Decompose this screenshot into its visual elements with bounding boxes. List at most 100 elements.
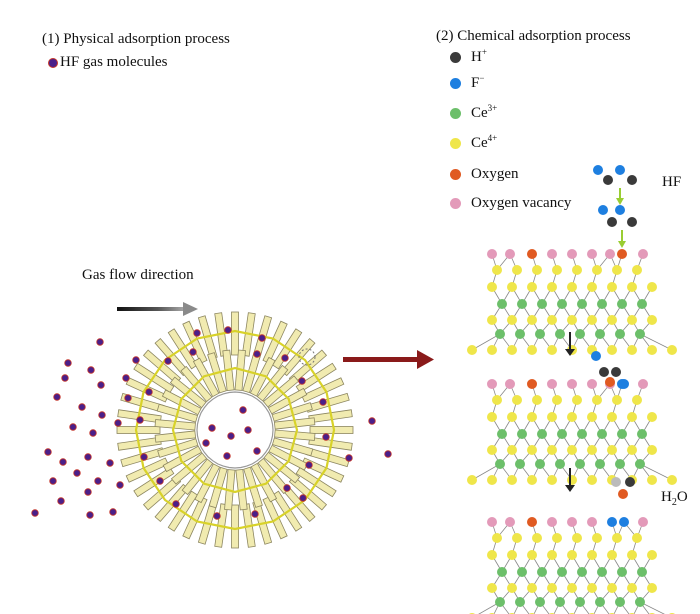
ce4-atom <box>587 475 597 485</box>
hf-molecule <box>299 494 307 502</box>
lattice-stage-2 <box>467 379 677 485</box>
ce4-atom <box>607 315 617 325</box>
nanorod <box>262 496 288 540</box>
hf-molecule <box>64 359 72 367</box>
ce3-atom <box>637 567 647 577</box>
ce4-atom <box>527 550 537 560</box>
outer-ring-frame <box>134 329 336 531</box>
ce4-atom <box>587 583 597 593</box>
hf-molecule <box>145 388 153 396</box>
hf-molecule <box>87 366 95 374</box>
hf-molecule <box>61 374 69 382</box>
ce4-atom <box>487 315 497 325</box>
ce4-atom <box>487 475 497 485</box>
hf-molecule <box>84 488 92 496</box>
hf-molecule <box>98 411 106 419</box>
hf-molecule <box>53 393 61 401</box>
fluoride-ion <box>619 517 629 527</box>
water-oxygen <box>618 489 628 499</box>
process-arrow <box>343 350 434 369</box>
ce4-atom <box>547 475 557 485</box>
ce4-atom <box>507 315 517 325</box>
ce4-atom <box>547 583 557 593</box>
ce4-atom <box>627 550 637 560</box>
oxygen-vacancy <box>547 249 557 259</box>
oxygen-vacancy-legend-icon <box>450 198 461 209</box>
hf-molecule <box>244 426 252 434</box>
ce4-atom <box>567 315 577 325</box>
ce4-atom <box>607 282 617 292</box>
ce4-atom <box>552 395 562 405</box>
hf-molecule <box>223 452 231 460</box>
hf-molecule <box>281 354 289 362</box>
ce4-atom <box>667 475 677 485</box>
ce4-atom <box>547 282 557 292</box>
ce4-atom <box>587 282 597 292</box>
ce3-atom <box>557 299 567 309</box>
ce3-atom <box>597 429 607 439</box>
ce3-atom <box>497 429 507 439</box>
ce4-atom <box>552 265 562 275</box>
hf-molecule <box>97 381 105 389</box>
ce4-atom <box>572 395 582 405</box>
nanorod <box>182 320 208 364</box>
oxygen-atom <box>617 249 627 259</box>
ce3-atom <box>555 597 565 607</box>
hf-molecule <box>227 432 235 440</box>
ce4-atom <box>527 315 537 325</box>
oxygen-vacancy <box>547 379 557 389</box>
adsorbent-cylinder <box>116 311 354 549</box>
ce4-atom <box>487 583 497 593</box>
ce3-atom <box>615 459 625 469</box>
ce3-atom <box>517 567 527 577</box>
fluoride-ion <box>598 205 608 215</box>
inner-ring-frame <box>171 366 299 494</box>
nanorod <box>116 426 161 434</box>
fluoride-ion <box>615 205 625 215</box>
hf-molecule <box>96 338 104 346</box>
ce3-atom <box>575 329 585 339</box>
ce4-atom <box>552 533 562 543</box>
fluoride-ion <box>593 165 603 175</box>
oxygen-vacancy <box>487 379 497 389</box>
oxygen-vacancy <box>638 249 648 259</box>
oxygen-legend-label: Oxygen <box>471 166 519 182</box>
hf-molecule <box>172 500 180 508</box>
ce4-atom <box>512 395 522 405</box>
ce4-atom <box>632 395 642 405</box>
ce4-atom <box>607 583 617 593</box>
ce4-atom <box>647 345 657 355</box>
ce3-atom <box>537 429 547 439</box>
ce3-atom <box>497 567 507 577</box>
ce4-atom <box>527 345 537 355</box>
ce4-atom <box>512 265 522 275</box>
ce4-atom <box>592 533 602 543</box>
ce4-atom <box>647 412 657 422</box>
oxygen-vacancy <box>505 379 515 389</box>
nanorod <box>231 311 239 356</box>
nanorod <box>125 457 169 483</box>
hf-molecule <box>202 439 210 447</box>
ce3-atom <box>577 429 587 439</box>
ce4-atom <box>527 445 537 455</box>
hf-molecule-legend-icon <box>48 58 58 68</box>
ce4-atom <box>632 533 642 543</box>
hf-molecule <box>224 326 232 334</box>
ce3-atom <box>635 597 645 607</box>
ce4-atom <box>507 445 517 455</box>
proton <box>603 175 613 185</box>
hf-molecule <box>136 416 144 424</box>
ce4-atom <box>492 395 502 405</box>
hf-molecule <box>69 423 77 431</box>
ce4-atom <box>527 412 537 422</box>
hf-molecule <box>305 461 313 469</box>
hf-molecule <box>189 348 197 356</box>
ce3-atom <box>495 597 505 607</box>
ce4-atom <box>512 533 522 543</box>
hf-molecule <box>322 433 330 441</box>
ce4-atom <box>467 345 477 355</box>
ce3-atom <box>575 459 585 469</box>
ce4-atom <box>647 315 657 325</box>
ce3-atom <box>637 299 647 309</box>
